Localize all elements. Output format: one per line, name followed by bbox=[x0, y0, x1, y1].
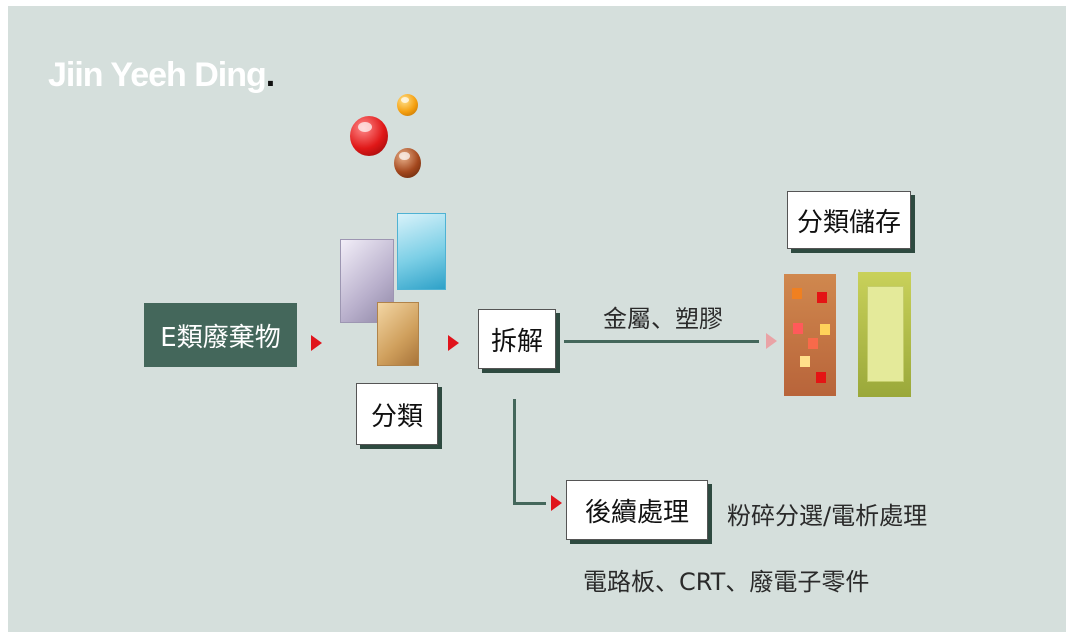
node-ewaste: E類廢棄物 bbox=[144, 303, 297, 367]
orange-ball-icon bbox=[397, 94, 418, 116]
connector-line bbox=[564, 340, 759, 343]
storage-box-brown-icon bbox=[784, 274, 836, 396]
storage-cell bbox=[792, 288, 802, 299]
sorting-cube-blue-icon bbox=[397, 213, 446, 290]
storage-cell bbox=[817, 292, 827, 303]
node-post-processing: 後續處理 bbox=[566, 480, 708, 540]
arrow-head-icon bbox=[766, 333, 777, 349]
storage-cell bbox=[816, 372, 826, 383]
label-crush-separation: 粉碎分選/電析處理 bbox=[727, 502, 928, 530]
brand-dot: . bbox=[265, 56, 276, 94]
arrow-head-icon bbox=[551, 495, 562, 511]
node-storage: 分類儲存 bbox=[787, 191, 911, 249]
storage-panel bbox=[867, 286, 904, 382]
label-metal-plastic: 金屬、塑膠 bbox=[603, 305, 723, 333]
storage-cell bbox=[793, 323, 803, 334]
sorting-cube-tan-icon bbox=[377, 302, 419, 366]
storage-box-green-icon bbox=[858, 272, 911, 397]
storage-cell bbox=[808, 338, 818, 349]
storage-cell bbox=[800, 356, 810, 367]
brand-name: Jiin Yeeh Ding bbox=[48, 56, 267, 94]
brown-ball-icon bbox=[394, 148, 421, 178]
sorting-cube-purple-icon bbox=[340, 239, 394, 323]
arrow-head-icon bbox=[311, 335, 322, 351]
connector-line bbox=[513, 399, 516, 505]
node-dismantle: 拆解 bbox=[478, 309, 556, 369]
connector-line bbox=[513, 502, 546, 505]
node-sort: 分類 bbox=[356, 383, 438, 445]
red-ball-icon bbox=[350, 116, 388, 156]
arrow-head-icon bbox=[448, 335, 459, 351]
storage-cell bbox=[820, 324, 830, 335]
brand-title: Jiin Yeeh Ding. bbox=[48, 56, 276, 95]
label-components: 電路板、CRT、廢電子零件 bbox=[583, 568, 870, 596]
diagram-slide: Jiin Yeeh Ding. E類廢棄物 分類 拆解 金屬、塑膠 分類儲存 後… bbox=[8, 6, 1066, 632]
